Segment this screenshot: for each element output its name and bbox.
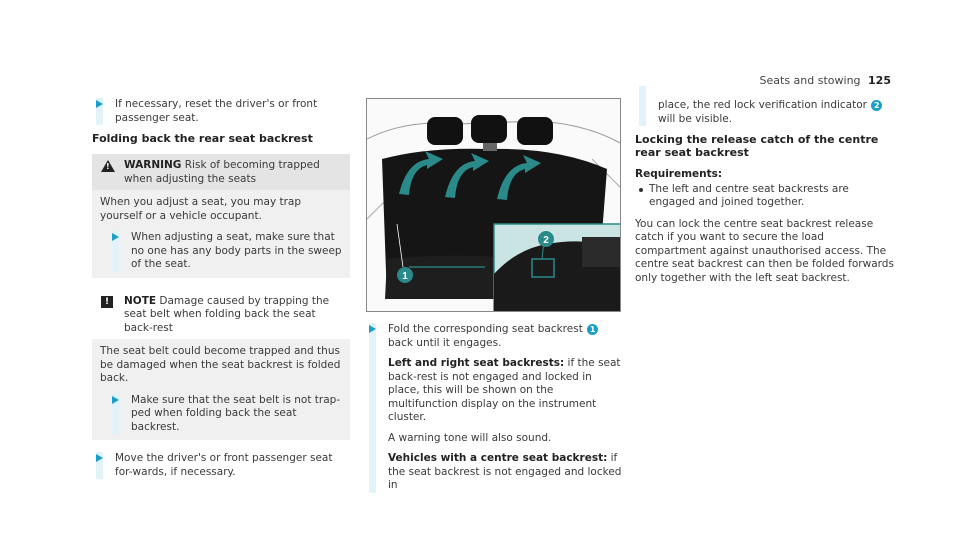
step-arrow-icon <box>96 454 103 462</box>
requirement-item: The left and centre seat backrests are e… <box>635 183 897 210</box>
fold-arrow-left-icon <box>399 151 443 195</box>
section-title: Seats and stowing <box>759 74 861 87</box>
column-right: place, the red lock verification indicat… <box>635 86 897 285</box>
step-arrow-icon <box>112 233 119 241</box>
step-arrow-icon <box>369 325 376 333</box>
fold-arrow-centre-icon <box>445 153 489 198</box>
note-box: ! NOTE Damage caused by trapping the sea… <box>92 289 350 440</box>
instruction-step: Fold the corresponding seat backrest 1 b… <box>365 323 623 493</box>
svg-text:2: 2 <box>543 235 549 246</box>
callout-2-badge: 2 <box>871 100 883 111</box>
instruction-step: If necessary, reset the driver's or fron… <box>92 98 350 125</box>
note-keyword: NOTE <box>124 294 157 307</box>
body-text: You can lock the centre seat backrest re… <box>635 217 894 284</box>
section-heading: Folding back the rear seat backrest <box>92 132 313 145</box>
column-middle: Fold the corresponding seat backrest 1 b… <box>365 323 623 500</box>
column-left: If necessary, reset the driver's or fron… <box>92 98 350 486</box>
svg-text:1: 1 <box>402 271 408 282</box>
note-step: Make sure that the seat belt is not trap… <box>108 393 342 434</box>
requirements-title: Requirements: <box>635 168 723 180</box>
warning-title: Risk of becoming trapped when adjusting … <box>124 159 320 185</box>
warning-keyword: WARNING <box>124 159 182 171</box>
callout-1-badge: 1 <box>587 324 599 335</box>
rear-seat-illustration: 1 2 <box>366 98 621 312</box>
page-header: Seats and stowing 125 <box>760 74 891 87</box>
step-arrow-icon <box>96 100 103 108</box>
instruction-step-continued: place, the red lock verification indicat… <box>635 86 897 126</box>
note-exclamation-icon: ! <box>101 295 113 308</box>
bullet-icon <box>639 187 643 192</box>
callout-1-marker <box>397 267 413 283</box>
warning-triangle-icon <box>101 160 115 172</box>
step-arrow-icon <box>112 395 119 404</box>
instruction-step: Move the driver's or front passenger sea… <box>92 452 350 479</box>
warning-body: When you adjust a seat, you may trap you… <box>100 196 302 222</box>
warning-box: WARNING Risk of becoming trapped when ad… <box>92 154 350 278</box>
note-title: Damage caused by trapping the seat belt … <box>124 294 330 334</box>
note-body: The seat belt could become trapped and t… <box>100 345 341 384</box>
warning-step: When adjusting a seat, make sure that no… <box>108 231 342 272</box>
section-heading: Locking the release catch of the centre … <box>635 133 879 159</box>
callout-2-marker <box>538 231 554 247</box>
page-number: 125 <box>868 74 891 87</box>
seat-drawing: 1 2 <box>367 99 620 311</box>
fold-arrow-right-icon <box>497 155 541 200</box>
